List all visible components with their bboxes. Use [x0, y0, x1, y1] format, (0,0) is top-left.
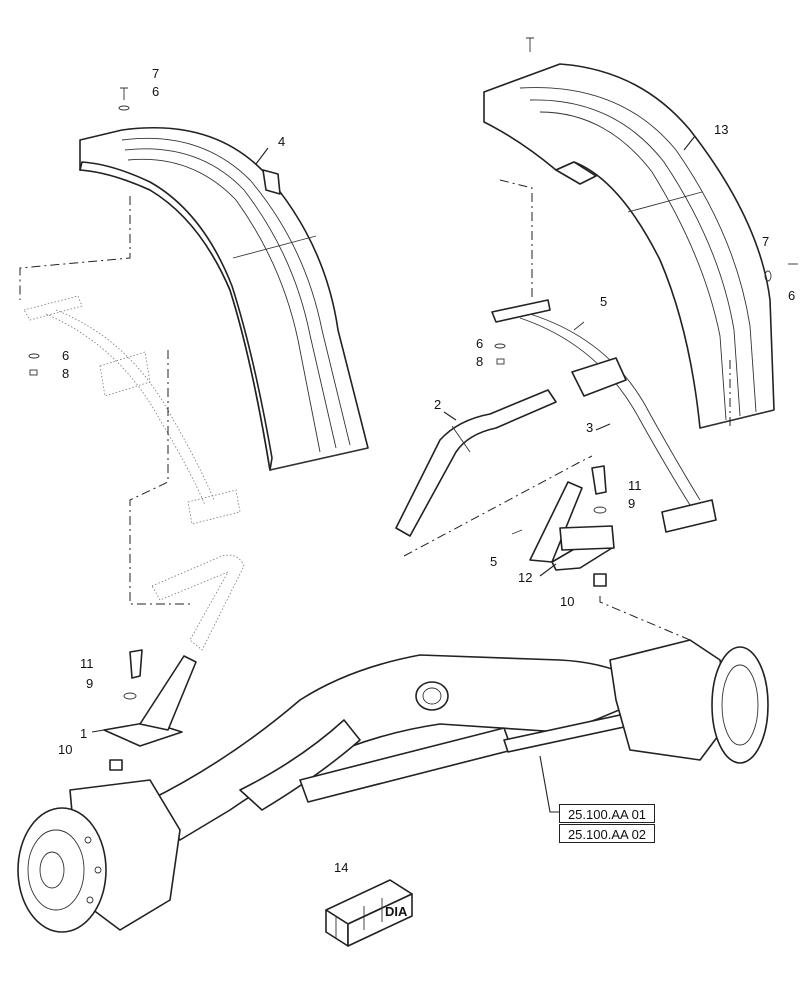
callout-6-left: 6 [62, 348, 69, 363]
callout-9-right: 9 [628, 496, 635, 511]
callout-13: 13 [714, 122, 728, 137]
callout-12: 12 [518, 570, 532, 585]
reference-link-2[interactable]: 25.100.AA 02 [559, 824, 655, 843]
left-fender[interactable] [79, 127, 369, 471]
right-strap-bracket[interactable] [491, 299, 717, 533]
left-stay-tube[interactable] [151, 554, 245, 651]
callout-labels: 1 2 3 4 5 5 6 6 6 6 7 7 8 8 9 9 10 10 11… [58, 66, 795, 875]
callout-3: 3 [586, 420, 593, 435]
callout-11-left: 11 [80, 656, 94, 671]
right-mount-bracket[interactable] [529, 481, 615, 571]
hardware-kit-box[interactable]: DIA [325, 879, 413, 947]
left-strap-bracket[interactable] [23, 295, 241, 525]
callout-5-upper: 5 [600, 294, 607, 309]
kit-box-label: DIA [385, 904, 408, 919]
callout-10-right: 10 [560, 594, 574, 609]
callout-2: 2 [434, 397, 441, 412]
callout-14: 14 [334, 860, 348, 875]
callout-11-right: 11 [628, 478, 642, 493]
leader-lines [91, 135, 696, 813]
callout-8-left: 8 [62, 366, 69, 381]
callout-8-mid: 8 [476, 354, 483, 369]
callout-9-left: 9 [86, 676, 93, 691]
callout-4: 4 [278, 134, 285, 149]
callout-1: 1 [80, 726, 87, 741]
callout-7-right: 7 [762, 234, 769, 249]
front-axle-assembly[interactable] [17, 639, 769, 933]
reference-link-1[interactable]: 25.100.AA 01 [559, 804, 655, 823]
callout-6-top: 6 [152, 84, 159, 99]
fender-stay-tube[interactable] [395, 389, 557, 537]
callout-10-left: 10 [58, 742, 72, 757]
callout-6-mid: 6 [476, 336, 483, 351]
callout-5-lower: 5 [490, 554, 497, 569]
callout-7-top: 7 [152, 66, 159, 81]
right-fender[interactable] [483, 63, 775, 429]
left-mount-bracket[interactable] [103, 655, 197, 747]
hardware-items [28, 37, 798, 771]
callout-6-right: 6 [788, 288, 795, 303]
assembly-lines [19, 179, 731, 641]
